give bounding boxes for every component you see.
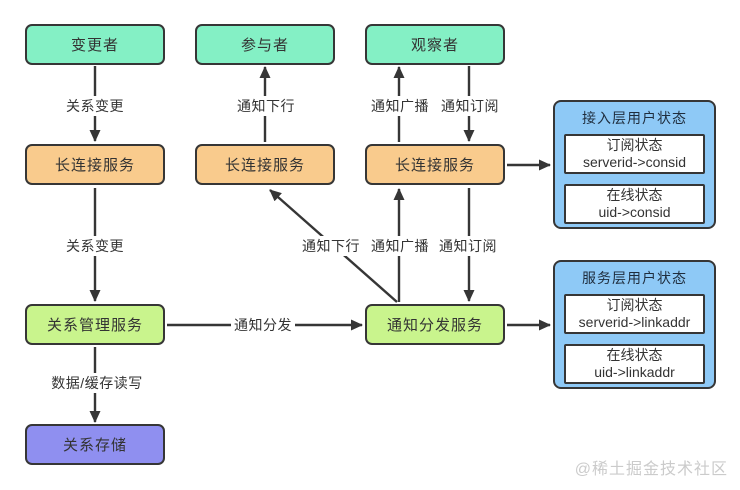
label-notify-down-top: 通知下行	[234, 96, 298, 116]
service-subscribe-state-mapping: serverid->linkaddr	[578, 314, 691, 330]
access-subscribe-state-box[interactable]: 订阅状态 serverid->consid	[564, 134, 705, 174]
label-notify-subscribe-mid: 通知订阅	[436, 236, 500, 256]
node-relation-mgmt-service[interactable]: 关系管理服务	[25, 304, 165, 345]
access-subscribe-state-label: 订阅状态	[606, 137, 663, 153]
label-relation-change-top: 关系变更	[63, 96, 127, 116]
node-link-service-1[interactable]: 长连接服务	[25, 144, 165, 185]
label-data-cache-rw: 数据/缓存读写	[48, 373, 146, 393]
label-relation-change-mid: 关系变更	[63, 236, 127, 256]
service-subscribe-state-label: 订阅状态	[606, 297, 663, 313]
service-subscribe-state-box[interactable]: 订阅状态 serverid->linkaddr	[564, 294, 705, 334]
label-notify-broadcast-mid: 通知广播	[368, 236, 432, 256]
service-online-state-box[interactable]: 在线状态 uid->linkaddr	[564, 344, 705, 384]
label-notify-subscribe-top: 通知订阅	[438, 96, 502, 116]
node-changer[interactable]: 变更者	[25, 24, 165, 65]
watermark: @稀土掘金技术社区	[574, 461, 728, 478]
node-observer[interactable]: 观察者	[365, 24, 505, 65]
label-notify-down-mid: 通知下行	[299, 236, 363, 256]
access-online-state-label: 在线状态	[606, 187, 663, 203]
access-online-state-box[interactable]: 在线状态 uid->consid	[564, 184, 705, 224]
service-online-state-label: 在线状态	[606, 347, 663, 363]
node-relation-storage[interactable]: 关系存储	[25, 424, 165, 465]
label-notify-broadcast-top: 通知广播	[368, 96, 432, 116]
node-link-service-3[interactable]: 长连接服务	[365, 144, 505, 185]
node-notify-dispatch-service[interactable]: 通知分发服务	[365, 304, 505, 345]
access-subscribe-state-mapping: serverid->consid	[582, 154, 687, 170]
label-notify-dispatch: 通知分发	[231, 315, 295, 335]
group-access-layer-title: 接入层用户状态	[582, 110, 687, 126]
group-service-layer-title: 服务层用户状态	[582, 270, 687, 286]
group-service-layer-state: 服务层用户状态 订阅状态 serverid->linkaddr 在线状态 uid…	[553, 260, 716, 389]
access-online-state-mapping: uid->consid	[598, 204, 671, 220]
service-online-state-mapping: uid->linkaddr	[594, 364, 675, 380]
group-access-layer-state: 接入层用户状态 订阅状态 serverid->consid 在线状态 uid->…	[553, 100, 716, 229]
node-link-service-2[interactable]: 长连接服务	[195, 144, 335, 185]
node-participant[interactable]: 参与者	[195, 24, 335, 65]
